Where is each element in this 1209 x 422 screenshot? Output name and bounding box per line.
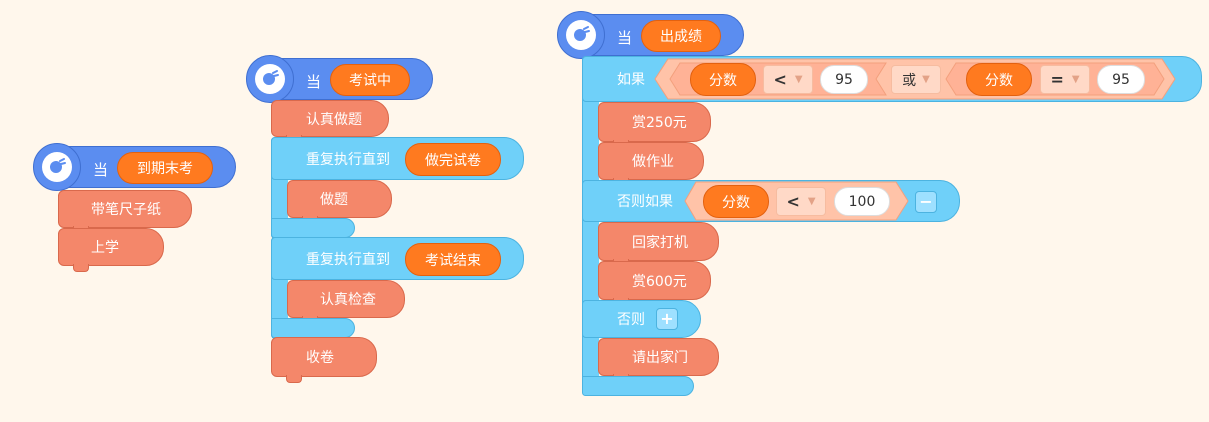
statement-block[interactable]: 赏600元 [598,261,711,306]
statement-block[interactable]: 做题 [287,180,392,224]
repeat-until-footer [271,218,355,238]
operator-dropdown[interactable]: <▼ [763,65,813,94]
variable-pill[interactable]: 分数 [690,63,756,96]
event-hat-block-1[interactable]: 当 到期末考 [33,143,236,191]
broadcast-icon [566,20,596,50]
statement-block[interactable]: 认真检查 [287,280,405,324]
hat-prefix-label: 当 [93,161,109,179]
event-icon-wrap [33,143,81,191]
variable-pill[interactable]: 分数 [966,63,1032,96]
if-else-block[interactable] [582,56,599,396]
variable-pill[interactable]: 分数 [703,185,769,218]
broadcast-icon [255,64,285,94]
event-name-pill[interactable]: 考试中 [330,64,410,96]
statement-block[interactable]: 认真做题 [271,100,389,143]
operator-value: = [1050,70,1064,89]
event-name-pill[interactable]: 出成绩 [641,20,721,52]
chevron-down-icon: ▼ [1071,74,1080,85]
operator-dropdown[interactable]: <▼ [776,187,826,216]
condition-pill[interactable]: 考试结束 [405,243,501,276]
repeat-until-footer [271,318,355,338]
event-icon-wrap [557,11,605,59]
else-if-label: 否则如果 [617,194,673,210]
operator-value: < [786,192,800,211]
else-label: 否则 [617,312,645,328]
operator-dropdown[interactable]: =▼ [1040,65,1090,94]
event-icon-wrap [246,55,294,103]
chevron-down-icon: ▼ [794,74,803,85]
hat-prefix-label: 当 [617,29,633,47]
chevron-down-icon: ▼ [807,196,816,207]
statement-block[interactable]: 带笔尺子纸 [58,190,192,234]
event-name-pill[interactable]: 到期末考 [117,152,213,184]
statement-block[interactable]: 上学 [58,228,164,272]
statement-block[interactable]: 回家打机 [598,222,719,267]
event-hat-block-2[interactable]: 当 考试中 [246,55,433,103]
statement-block[interactable]: 收卷 [271,337,377,383]
repeat-until-label: 重复执行直到 [306,151,390,168]
statement-block[interactable]: 做作业 [598,142,704,186]
if-else-footer [582,376,694,396]
else-header[interactable]: 否则 [582,300,701,338]
hat-prefix-label: 当 [306,73,322,91]
statement-block[interactable]: 请出家门 [598,338,719,382]
condition-pill[interactable]: 做完试卷 [405,143,501,176]
chevron-down-icon: ▼ [922,74,930,85]
broadcast-icon [42,152,72,182]
statement-block[interactable]: 赏250元 [598,102,711,148]
remove-branch-button[interactable]: − [915,191,937,213]
or-operator-dropdown[interactable]: 或▼ [891,65,941,94]
repeat-until-label: 重复执行直到 [306,251,390,268]
operator-value: < [773,70,787,89]
event-hat-block-3[interactable]: 当 出成绩 [557,11,744,59]
number-input[interactable]: 95 [1097,65,1145,94]
number-input[interactable]: 95 [820,65,868,94]
number-input[interactable]: 100 [834,187,890,216]
or-label: 或 [902,72,917,89]
if-label: 如果 [617,72,645,88]
add-branch-button[interactable]: + [656,308,678,330]
